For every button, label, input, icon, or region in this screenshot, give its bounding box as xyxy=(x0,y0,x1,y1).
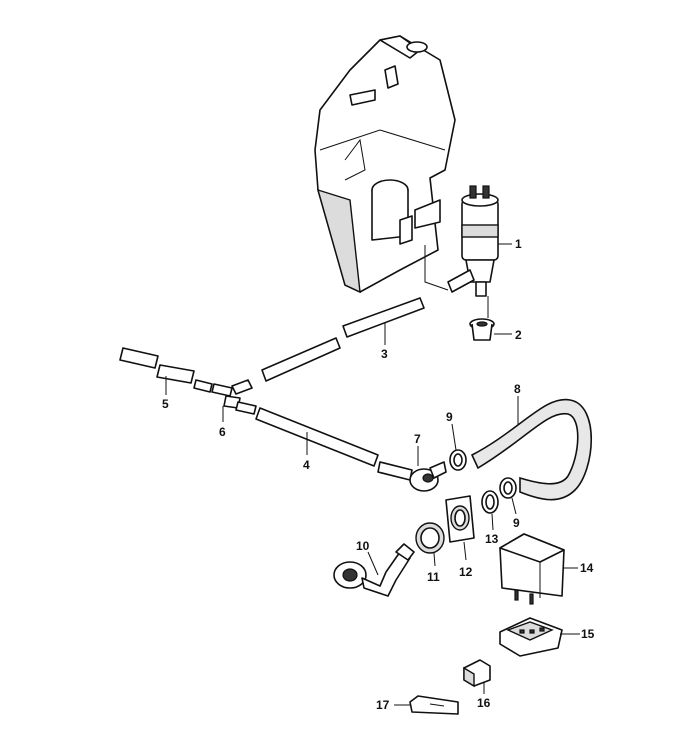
leader-line xyxy=(491,513,494,531)
connector-block[interactable] xyxy=(499,617,563,657)
callout-15: 15 xyxy=(581,627,595,641)
callout-10: 10 xyxy=(356,539,370,553)
callout-1: 1 xyxy=(515,237,522,251)
leader-line xyxy=(433,552,436,567)
callout-9-lower: 9 xyxy=(513,516,520,530)
hose-clamp-upper[interactable] xyxy=(449,449,467,471)
callout-5: 5 xyxy=(162,397,169,411)
relay[interactable] xyxy=(499,533,565,605)
leader-line xyxy=(451,423,457,451)
hose-3[interactable] xyxy=(261,297,425,382)
routing-line xyxy=(424,245,449,291)
leader-line xyxy=(511,497,517,515)
t-connectors[interactable] xyxy=(193,379,257,415)
seal-ring[interactable] xyxy=(415,522,445,554)
insulated-hose[interactable] xyxy=(470,398,593,501)
hose-5[interactable] xyxy=(119,347,195,384)
clamp-ring-13[interactable] xyxy=(481,490,499,514)
hose-4[interactable] xyxy=(255,407,379,467)
callout-3: 3 xyxy=(381,347,388,361)
callout-16: 16 xyxy=(477,696,491,710)
washer-pump[interactable] xyxy=(447,185,499,297)
callout-14: 14 xyxy=(580,561,594,575)
callout-7: 7 xyxy=(414,432,421,446)
callout-13: 13 xyxy=(485,532,499,546)
callout-9-upper: 9 xyxy=(446,410,453,424)
hose-clamp-lower[interactable] xyxy=(499,477,517,499)
leader-line xyxy=(463,541,467,561)
callout-8: 8 xyxy=(514,382,521,396)
washer-reservoir[interactable] xyxy=(314,35,456,294)
callout-12: 12 xyxy=(459,565,473,579)
pump-grommet[interactable] xyxy=(469,318,495,341)
plug-connector[interactable] xyxy=(463,659,491,688)
leader-line xyxy=(367,551,379,576)
callout-2: 2 xyxy=(515,328,522,342)
washer-nozzle[interactable] xyxy=(333,543,415,597)
callout-6: 6 xyxy=(219,425,226,439)
fuse-holder[interactable] xyxy=(409,695,459,715)
callout-17: 17 xyxy=(376,698,390,712)
callout-4: 4 xyxy=(303,458,310,472)
mounting-plate[interactable] xyxy=(445,495,475,543)
callout-11: 11 xyxy=(427,570,440,584)
nozzle-connector[interactable] xyxy=(377,461,447,492)
